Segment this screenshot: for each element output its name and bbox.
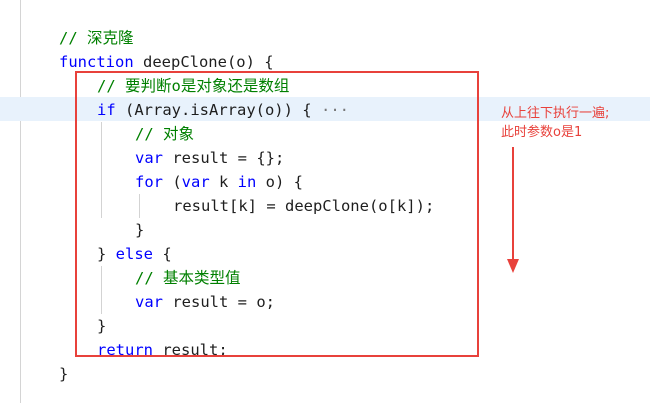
code-token: result[k] = deepClone(o[k]); (173, 197, 435, 215)
code-token: // 基本类型值 (135, 269, 241, 287)
code-token: } (59, 365, 69, 383)
annotation-note: 从上往下执行一遍; 此时参数o是1 (501, 104, 641, 142)
code-token: result; (153, 341, 228, 359)
code-token: k (209, 173, 238, 191)
highlight-box (75, 71, 479, 357)
code-token: function (59, 53, 134, 71)
code-line-content: return result; (97, 338, 228, 362)
fold-ellipsis[interactable]: ··· (320, 101, 349, 119)
annotation-line-2: 此时参数o是1 (501, 125, 583, 140)
code-line-content: var result = {}; (135, 146, 284, 170)
code-token: var (181, 173, 210, 191)
code-token: else (115, 245, 153, 263)
code-line-content: function deepClone(o) { (59, 50, 274, 74)
code-token: { (153, 245, 172, 263)
code-line-content: } (59, 362, 68, 386)
indent-guide (101, 266, 102, 314)
code-token: result = o; (163, 293, 275, 311)
indent-guide (139, 194, 140, 218)
code-line-content: if (Array.isArray(o)) { ··· (97, 98, 349, 122)
code-token: // 对象 (135, 125, 194, 143)
code-line-content: var result = o; (135, 290, 275, 314)
code-line-content: } (135, 218, 144, 242)
editor-gutter-border (20, 0, 21, 403)
code-line-content: // 基本类型值 (135, 266, 241, 290)
code-line-content: for (var k in o) { (135, 170, 303, 194)
code-token: // 深克隆 (59, 29, 134, 47)
code-token: // 要判断o是对象还是数组 (97, 77, 290, 95)
code-token: var (135, 293, 163, 311)
code-token: o) { (256, 173, 304, 191)
indent-guide (101, 122, 102, 218)
code-token: } (97, 245, 116, 263)
code-token: var (135, 149, 163, 167)
code-line-content: result[k] = deepClone(o[k]); (173, 194, 434, 218)
code-token: result = {}; (163, 149, 285, 167)
current-line-highlight (0, 97, 650, 121)
code-token: } (135, 221, 145, 239)
code-line-content: } else { (97, 242, 172, 266)
annotation-line-1: 从上往下执行一遍; (501, 106, 610, 121)
code-line-content: } (97, 314, 106, 338)
down-arrow-icon (507, 147, 519, 273)
code-token: in (237, 173, 257, 191)
code-token: (Array.isArray(o)) { (115, 101, 321, 119)
code-line-content: // 对象 (135, 122, 194, 146)
code-token: return (97, 341, 153, 359)
code-line-content: // 深克隆 (59, 26, 134, 50)
code-line-content: // 要判断o是对象还是数组 (97, 74, 289, 98)
code-token: if (97, 101, 116, 119)
code-token: ( (163, 173, 182, 191)
code-token: for (135, 173, 163, 191)
code-token: } (97, 317, 107, 335)
code-token: deepClone(o) { (133, 53, 274, 71)
